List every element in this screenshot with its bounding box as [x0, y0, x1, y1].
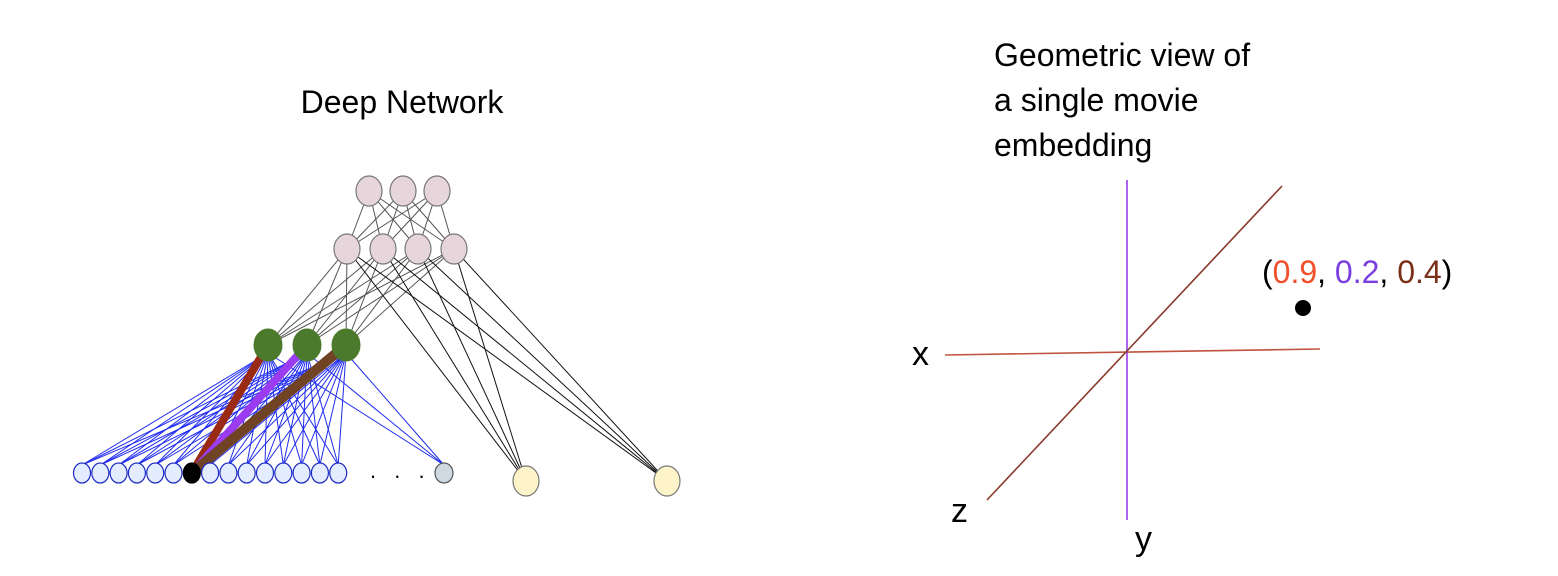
hidden-embedding-edge	[306, 248, 348, 346]
embedding-input-edge	[246, 352, 308, 466]
hidden-side-input-edge	[346, 248, 527, 482]
x-axis-line	[944, 348, 1321, 356]
embedding-input-edge	[99, 352, 308, 466]
input-node	[127, 462, 146, 484]
embedding-input-edge	[209, 352, 347, 466]
side-input-node	[512, 465, 540, 497]
input-node	[164, 462, 183, 484]
y-axis-label: y	[1135, 520, 1152, 558]
hidden-embedding-edge	[267, 248, 348, 346]
input-node	[329, 462, 348, 484]
hidden-node	[369, 233, 397, 265]
embedding-input-edge	[267, 352, 321, 466]
embedding-input-edge	[345, 352, 445, 466]
embedding-input-edge	[136, 352, 269, 466]
deep-network-diagram: Deep Network . . .	[72, 84, 681, 497]
z-axis-line	[986, 185, 1283, 501]
hidden-side-input-edge	[346, 248, 668, 482]
point-separator-1: ,	[1317, 254, 1335, 290]
input-ellipsis: . . .	[370, 458, 431, 483]
embedding-input-edge	[99, 352, 347, 466]
input-node	[237, 462, 256, 484]
network-title: Deep Network	[301, 84, 505, 120]
embedding-input-edge	[264, 352, 308, 466]
hidden-side-input-edge	[453, 248, 668, 482]
geometric-view-diagram: Geometric view of a single movie embeddi…	[912, 37, 1452, 558]
top-hidden-edge	[368, 190, 455, 250]
input-node	[292, 462, 311, 484]
embedding-input-edge	[227, 352, 347, 466]
network-edges	[81, 190, 668, 482]
geometry-title-line-1: Geometric view of	[994, 37, 1250, 73]
hidden-embedding-edge	[345, 248, 419, 346]
embedding-input-edge	[99, 352, 269, 466]
embedding-node	[331, 328, 361, 362]
embedding-input-edge	[246, 352, 347, 466]
side-input-node	[653, 465, 681, 497]
z-axis-label: z	[951, 492, 968, 530]
input-node	[255, 462, 275, 484]
top-hidden-edge	[346, 190, 438, 250]
embedding-weight-z-edge	[186, 340, 351, 478]
hidden-node	[440, 233, 468, 265]
embedding-input-edge	[319, 352, 347, 466]
point-y-value: 0.2	[1335, 254, 1379, 290]
embedding-input-edge	[282, 352, 347, 466]
hidden-embedding-edge	[267, 248, 455, 346]
embedding-input-edge	[267, 352, 303, 466]
point-x-value: 0.9	[1273, 254, 1317, 290]
embedding-input-edge	[246, 352, 269, 466]
embedding-node	[292, 328, 322, 362]
input-node	[109, 462, 128, 484]
embedding-node	[253, 328, 283, 362]
x-axis-label: x	[912, 335, 929, 373]
hidden-embedding-edge	[345, 248, 384, 346]
hidden-embedding-edge	[306, 248, 384, 346]
input-node	[72, 462, 92, 484]
point-separator-2: ,	[1379, 254, 1397, 290]
embedding-point-dot	[1295, 300, 1311, 316]
point-open-paren: (	[1262, 254, 1273, 290]
output-node	[389, 175, 417, 207]
hidden-node	[333, 233, 361, 265]
input-node	[201, 462, 220, 484]
embedding-input-edge	[301, 352, 347, 466]
embedding-input-edge	[118, 352, 269, 466]
embedding-input-edge	[81, 352, 347, 466]
selected-input-node	[182, 462, 201, 484]
output-node	[355, 175, 383, 207]
input-node	[146, 462, 165, 484]
input-node	[310, 462, 329, 484]
hidden-side-input-edge	[417, 248, 527, 482]
embedding-input-edge	[81, 352, 308, 466]
point-z-value: 0.4	[1397, 254, 1441, 290]
network-nodes	[72, 175, 681, 497]
hidden-side-input-edge	[382, 248, 668, 482]
output-node	[423, 175, 451, 207]
hidden-side-input-edge	[382, 248, 527, 482]
last-input-node	[434, 462, 454, 484]
embedding-input-edge	[81, 352, 269, 466]
point-close-paren: )	[1442, 254, 1453, 290]
hidden-node	[404, 233, 432, 265]
embedding-input-edge	[264, 352, 347, 466]
input-node	[274, 462, 293, 484]
input-node	[91, 462, 110, 484]
hidden-side-input-edge	[453, 248, 527, 482]
embedding-weight-x-edge	[187, 341, 272, 477]
hidden-embedding-edge	[345, 248, 455, 346]
hidden-embedding-edge	[267, 248, 384, 346]
hidden-embedding-edge	[306, 248, 455, 346]
geometry-title-line-2: a single movie	[994, 82, 1199, 118]
embedding-point-label: (0.9, 0.2, 0.4)	[1262, 254, 1452, 290]
embedding-input-edge	[337, 352, 347, 466]
geometry-title-line-3: embedding	[994, 127, 1152, 163]
hidden-side-input-edge	[417, 248, 668, 482]
hidden-embedding-edge	[306, 248, 419, 346]
input-node	[219, 462, 238, 484]
